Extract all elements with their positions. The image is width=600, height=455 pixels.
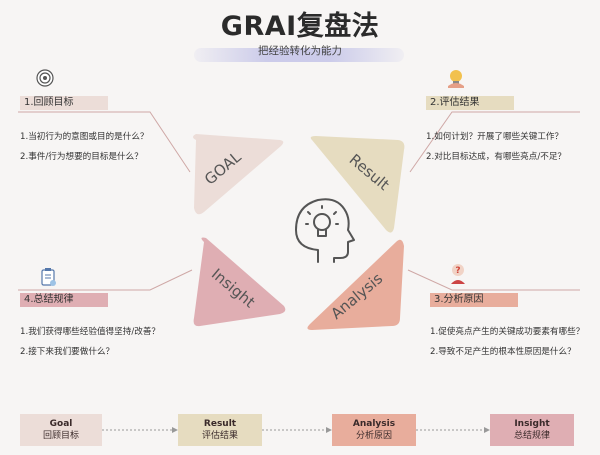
flow-box-insight-en: Insight bbox=[514, 419, 550, 429]
insight-question-1: 1.我们获得哪些经验值得坚持/改善？ bbox=[20, 327, 161, 337]
flow-box-analysis: Analysis 分析原因 bbox=[332, 414, 416, 446]
subtitle-highlight bbox=[194, 48, 404, 62]
analysis-question-1: 1.促使亮点产生的关键成功要素有哪些？ bbox=[430, 327, 585, 337]
section-label-insight: 4.总结规律 bbox=[20, 293, 108, 307]
flow-box-analysis-zh: 分析原因 bbox=[355, 431, 392, 441]
flow-box-insight-zh: 总结规律 bbox=[513, 431, 550, 441]
lightbulb-hand-icon bbox=[448, 70, 464, 88]
clipboard-icon bbox=[41, 268, 56, 286]
section-label-result: 2.评估结果 bbox=[426, 96, 514, 110]
flow-box-result-zh: 评估结果 bbox=[201, 431, 238, 441]
result-question-2: 2.对比目标达成，有哪些亮点/不足？ bbox=[426, 152, 567, 162]
flow-box-goal-zh: 回顾目标 bbox=[42, 431, 79, 441]
section-label-goal: 1.回顾目标 bbox=[20, 96, 108, 110]
analysis-connector bbox=[407, 269, 580, 291]
question-person-icon: ? bbox=[451, 264, 465, 284]
page-subtitle: 把经验转化为能力 bbox=[258, 45, 342, 57]
analysis-triangle bbox=[307, 239, 404, 330]
goal-question-1: 1.当初行为的意图或目的是什么？ bbox=[20, 132, 149, 142]
insight-triangle bbox=[193, 237, 286, 327]
result-triangle bbox=[310, 136, 405, 233]
insight-question-2: 2.接下来我们要做什么？ bbox=[20, 347, 115, 357]
goal-connector bbox=[18, 111, 191, 173]
flow-box-goal-en: Goal bbox=[49, 419, 73, 429]
result-question-1: 1.如何计划？开展了哪些关键工作？ bbox=[426, 132, 564, 142]
result-connector bbox=[409, 111, 580, 173]
section-label-analysis: 3.分析原因 bbox=[430, 293, 518, 307]
goal-question-2: 2.事件/行为想要的目标是什么？ bbox=[20, 152, 143, 162]
flow-box-result-en: Result bbox=[203, 419, 237, 429]
flow-box-result: Result 评估结果 bbox=[178, 414, 262, 446]
goal-triangle bbox=[193, 134, 284, 215]
svg-text:?: ? bbox=[455, 266, 460, 276]
head-lightbulb-icon bbox=[295, 198, 355, 263]
target-icon bbox=[36, 69, 54, 87]
insight-connector bbox=[18, 269, 193, 291]
analysis-question-2: 2.导致不足产生的根本性原因是什么？ bbox=[430, 347, 576, 357]
flow-box-analysis-en: Analysis bbox=[352, 419, 396, 429]
flow-box-insight: Insight 总结规律 bbox=[490, 414, 574, 446]
page-title: GRAI复盘法 bbox=[220, 11, 380, 42]
flow-box-goal: Goal 回顾目标 bbox=[20, 414, 102, 446]
